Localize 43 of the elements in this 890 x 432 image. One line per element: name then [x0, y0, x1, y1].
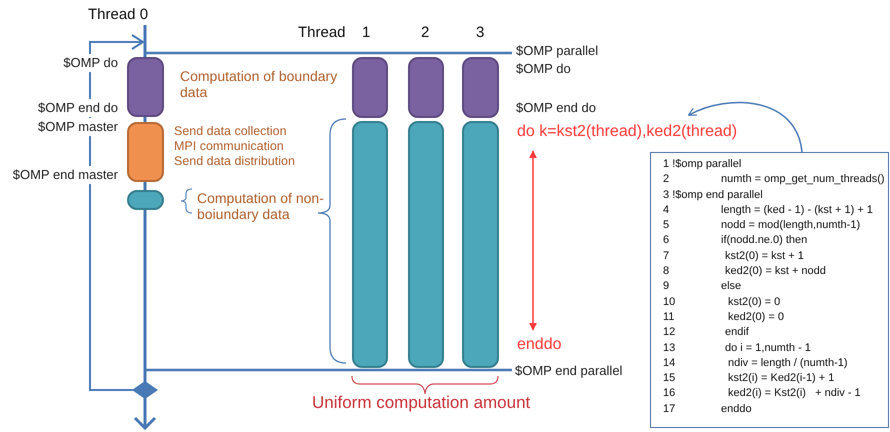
- arrow: [529, 150, 537, 331]
- step-description: Computation of boundary data: [180, 68, 338, 100]
- process-bar: [127, 122, 164, 182]
- step-description: Send data distribution: [174, 154, 296, 169]
- process-bar: [408, 57, 444, 118]
- code-line: 3 !$omp end parallel: [663, 188, 764, 203]
- directive-label: $OMP master: [38, 118, 118, 136]
- code-line: 11 ked2(0) = 0: [663, 310, 785, 325]
- code-line: 7 kst2(0) = kst + 1: [663, 248, 805, 264]
- code-line: 8 ked2(0) = kst + nodd: [663, 264, 827, 280]
- directive-label: $OMP do: [63, 54, 118, 72]
- loop-start-text: do k=kst2(thread),ked2(thread): [517, 121, 738, 143]
- loop-end-text: enddo: [517, 334, 562, 356]
- step-description: MPI communication: [174, 139, 285, 154]
- code-line: 2 numth = omp_get_num_threads(): [663, 172, 886, 188]
- process-bar: [462, 121, 499, 368]
- code-line: 4 length = (ked - 1) - (kst + 1) + 1: [663, 202, 874, 218]
- step-description: Send data collection: [174, 124, 288, 139]
- code-line: 17 enddo: [663, 402, 753, 417]
- code-line: 10 kst2(0) = 0: [663, 294, 782, 310]
- step-description: Computation of non-boiundary data: [197, 190, 325, 222]
- code-line: 9 else: [663, 279, 742, 294]
- code-line: 16 ked2(i) = Kst2(i) + ndiv - 1: [663, 386, 862, 402]
- code-line: 5 nodd = mod(length,numth-1): [663, 218, 862, 234]
- process-bar: [462, 57, 499, 118]
- process-bar: [408, 121, 444, 368]
- directive-label: $OMP parallel: [516, 42, 598, 60]
- process-bar: [352, 121, 388, 368]
- directive-label: $OMP end do: [38, 99, 118, 117]
- directive-label: $OMP end parallel: [515, 362, 622, 380]
- code-line: 12 endif: [663, 325, 750, 340]
- code-listing-panel: [650, 152, 889, 428]
- process-bar: [127, 190, 164, 210]
- code-line: 15 kst2(i) = Ked2(i-1) + 1: [663, 371, 836, 386]
- code-line: 14 ndiv = length / (numth-1): [663, 356, 849, 371]
- code-line: 1 !$omp parallel: [663, 157, 742, 172]
- brace-label: Uniform computation amount: [312, 394, 530, 412]
- process-bar: [127, 57, 164, 117]
- arrow: [688, 102, 803, 152]
- code-line: 13 do i = 1,numth - 1: [663, 340, 812, 356]
- directive-label: $OMP end master: [12, 166, 118, 184]
- code-line: 6 if(nodd.ne.0) then: [663, 233, 808, 248]
- process-bar: [352, 57, 388, 118]
